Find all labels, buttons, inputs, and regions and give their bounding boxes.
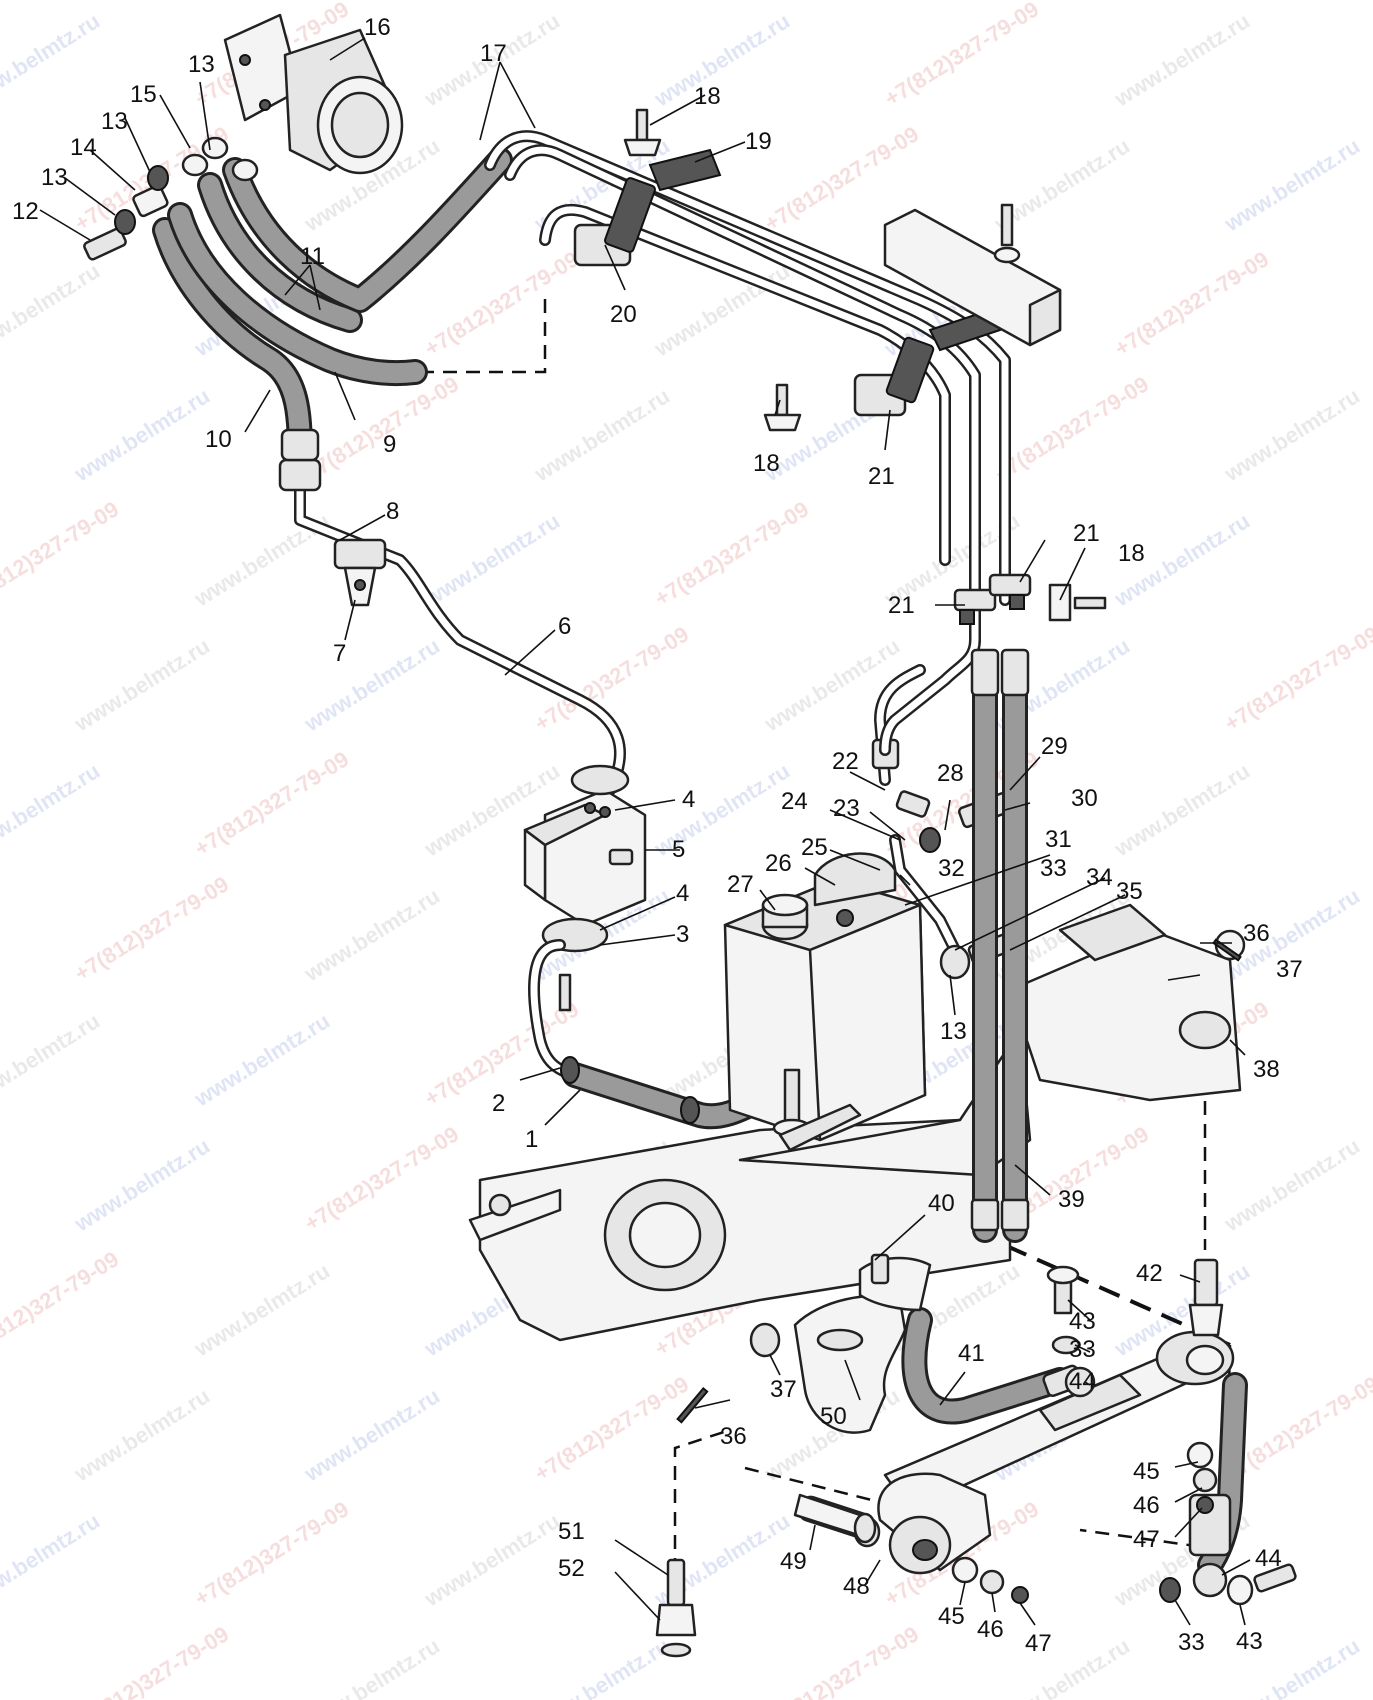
- clamps-21: [953, 573, 1032, 625]
- dashed-link-right-hose: [1079, 1344, 1232, 1552]
- callout-50: 50: [820, 1403, 847, 1430]
- callout-45-a: 45: [1133, 1458, 1160, 1485]
- callout-38: 38: [1253, 1056, 1280, 1083]
- callout-3: 3: [676, 921, 690, 948]
- callout-13-a: 13: [41, 164, 68, 191]
- hydraulic-pump-16: [223, 13, 404, 175]
- callout-4-upper: 4: [682, 786, 696, 813]
- callout-21-a: 21: [868, 463, 895, 490]
- callout-33-a: 33: [1040, 855, 1067, 882]
- callout-44-a: 44: [1069, 1368, 1096, 1395]
- callout-46-b: 46: [977, 1616, 1004, 1643]
- callout-18-b: 18: [753, 450, 780, 477]
- callout-8: 8: [386, 498, 400, 525]
- callout-34: 34: [1086, 864, 1113, 891]
- callout-33-b: 33: [1069, 1336, 1096, 1363]
- callout-43-b: 43: [1236, 1628, 1263, 1655]
- callout-13-b: 13: [101, 108, 128, 135]
- callout-39: 39: [1058, 1186, 1085, 1213]
- pin-49: [793, 1493, 877, 1544]
- callout-12: 12: [12, 198, 39, 225]
- pin-51-52: [655, 1558, 697, 1658]
- dashed-link-hoses-lower: [974, 1230, 1231, 1347]
- callout-29: 29: [1041, 733, 1068, 760]
- callout-16: 16: [364, 14, 391, 41]
- callout-31: 31: [1045, 826, 1072, 853]
- callout-32: 32: [938, 855, 965, 882]
- callout-21-c: 21: [888, 592, 915, 619]
- callout-18-a: 18: [694, 83, 721, 110]
- callout-7: 7: [333, 640, 347, 667]
- callout-46-a: 46: [1133, 1492, 1160, 1519]
- callout-13-c: 13: [188, 51, 215, 78]
- callout-2: 2: [492, 1090, 506, 1117]
- bolts-18: [623, 108, 1107, 622]
- callout-5: 5: [672, 836, 686, 863]
- callout-19: 19: [745, 128, 772, 155]
- callout-47-b: 47: [1025, 1630, 1052, 1657]
- callout-26: 26: [765, 850, 792, 877]
- callout-36-a: 36: [1243, 920, 1270, 947]
- callout-35: 35: [1116, 878, 1143, 905]
- callout-17: 17: [480, 40, 507, 67]
- callout-24: 24: [781, 788, 808, 815]
- leader-lines: [39, 37, 1251, 1626]
- callout-15: 15: [130, 81, 157, 108]
- callout-4-lower: 4: [676, 880, 690, 907]
- steering-lever-50: [676, 1253, 1224, 1434]
- nuts-45-47: [951, 929, 1246, 1604]
- callout-9: 9: [383, 431, 397, 458]
- dashed-link-hose9-to-fitting: [420, 290, 547, 374]
- callout-10: 10: [205, 426, 232, 453]
- callout-23: 23: [833, 795, 860, 822]
- callout-21-b: 21: [1073, 520, 1100, 547]
- bracket-7-fitting-8: [278, 428, 387, 607]
- callout-25: 25: [801, 834, 828, 861]
- callout-13-d: 13: [940, 1018, 967, 1045]
- callout-1: 1: [525, 1126, 539, 1153]
- callout-36-b: 36: [720, 1423, 747, 1450]
- fittings-12-15: [83, 136, 259, 261]
- callout-22: 22: [832, 748, 859, 775]
- callout-45-b: 45: [938, 1603, 965, 1630]
- bracket-beam: [883, 203, 1062, 347]
- callout-48: 48: [843, 1573, 870, 1600]
- callout-44-b: 44: [1255, 1545, 1282, 1572]
- steering-cylinder-48: [798, 1330, 1235, 1575]
- callout-11: 11: [300, 243, 325, 270]
- callout-37-b: 37: [770, 1376, 797, 1403]
- banjo-fittings-43-44: [1042, 1265, 1297, 1606]
- valve-block-5: [523, 764, 647, 953]
- oil-tank-27: [723, 852, 927, 1152]
- callout-52: 52: [558, 1555, 585, 1582]
- dashed-link-pin51: [673, 1428, 731, 1572]
- callout-33-c: 33: [1178, 1629, 1205, 1656]
- callout-41: 41: [958, 1340, 985, 1367]
- callout-20: 20: [610, 301, 637, 328]
- hose-39-ferrules: [970, 648, 1030, 1232]
- callout-43-a: 43: [1069, 1308, 1096, 1335]
- callout-30: 30: [1071, 785, 1098, 812]
- front-axle: [468, 903, 1242, 1342]
- callout-51: 51: [558, 1518, 585, 1545]
- callout-40: 40: [928, 1190, 955, 1217]
- callout-37-a: 37: [1276, 956, 1303, 983]
- callout-42: 42: [1136, 1260, 1163, 1287]
- callout-6: 6: [558, 613, 572, 640]
- callout-49: 49: [780, 1548, 807, 1575]
- callout-47-a: 47: [1133, 1526, 1160, 1553]
- callout-18-c: 18: [1118, 540, 1145, 567]
- clamps-2: [558, 973, 700, 1124]
- callout-28: 28: [937, 760, 964, 787]
- callout-14: 14: [70, 134, 97, 161]
- callout-27: 27: [727, 871, 754, 898]
